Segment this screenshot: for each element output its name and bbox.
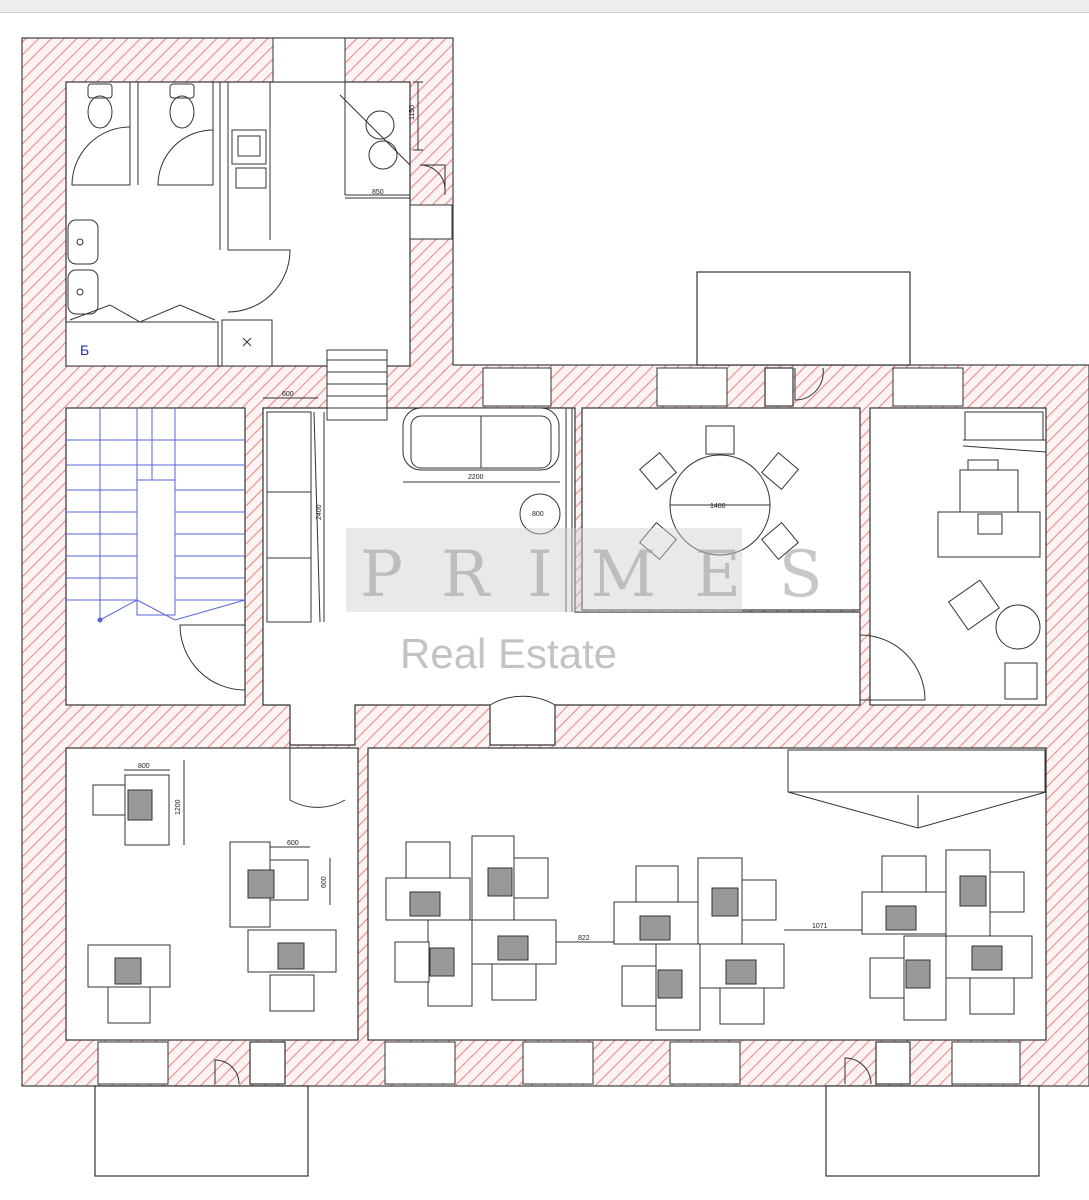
viewer-top-bar [0, 0, 1089, 13]
dim-2400: 2400 [316, 504, 323, 520]
corridor-furniture [263, 367, 926, 808]
dim-850: 850 [372, 189, 384, 196]
watermark-subtitle: Real Estate [400, 630, 617, 677]
balconies [94, 271, 1040, 1177]
room-wc [65, 81, 411, 367]
room-corridor-hall [262, 407, 861, 746]
meeting-table [638, 425, 800, 561]
windows [97, 204, 1021, 1085]
dim-600-shelf: 600 [282, 391, 294, 398]
watermark-brand: PRIMES [360, 538, 861, 612]
dim-1400: 1400 [710, 503, 726, 510]
dim-800: 800 [532, 511, 544, 518]
right-office-furniture [937, 411, 1047, 700]
dim-1150: 1150 [409, 105, 416, 120]
dim-600-h: 600 [321, 876, 328, 888]
watermark: PRIMES Real Estate [346, 528, 861, 677]
dim-822: 822 [578, 935, 590, 942]
wc-block [65, 81, 446, 421]
dim-800-desk: 800 [138, 763, 150, 770]
staircase [66, 408, 246, 623]
dim-600-w: 600 [287, 840, 299, 847]
open-space-furniture [385, 749, 1047, 1031]
room-label-b: Б [80, 342, 89, 358]
dim-1071: 1071 [812, 923, 828, 930]
dim-1200: 1200 [175, 799, 182, 815]
left-office-furniture [87, 760, 337, 1024]
dim-2200: 2200 [468, 474, 484, 481]
